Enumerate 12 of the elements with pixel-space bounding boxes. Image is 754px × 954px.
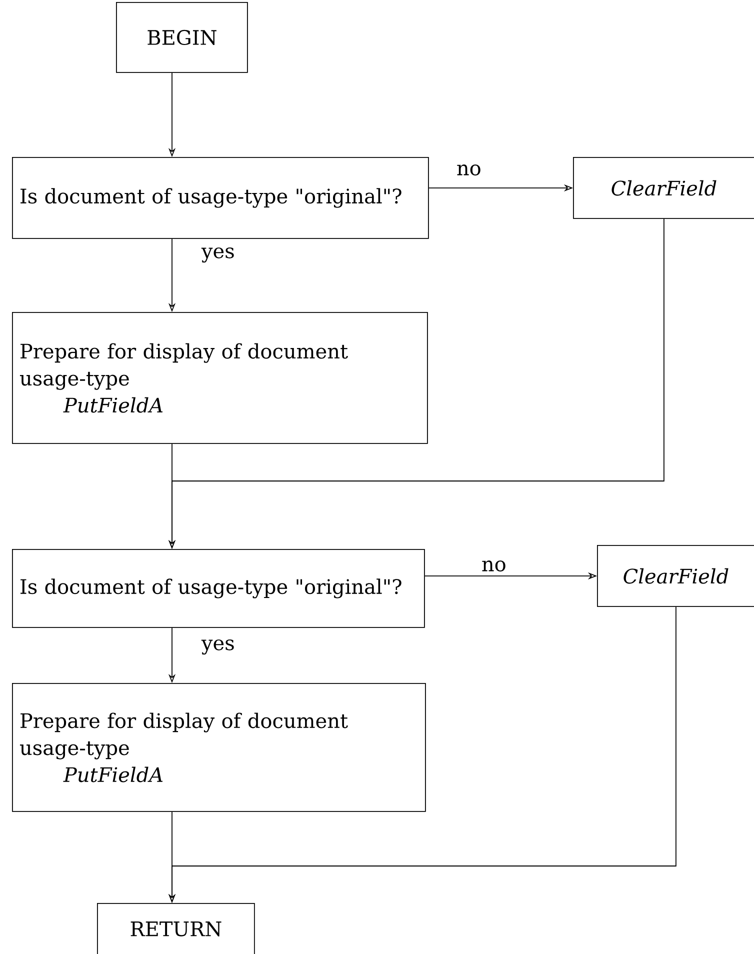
decision-box: Is document of usage-type "original"? bbox=[12, 157, 429, 239]
edge-label: yes bbox=[200, 246, 236, 264]
process-box: Prepare for display of document usage-type PutFieldA bbox=[12, 683, 426, 812]
process-box: ClearField bbox=[573, 157, 754, 219]
process-box: Prepare for display of document usage-type PutFieldA bbox=[12, 312, 428, 444]
edge-label: yes bbox=[200, 638, 236, 656]
decision-box: Is document of usage-type "original"? bbox=[12, 549, 425, 628]
edge-label: no bbox=[455, 164, 482, 176]
process-box: ClearField bbox=[597, 545, 754, 607]
terminal-box: RETURN bbox=[97, 903, 255, 954]
process-box: BEGIN bbox=[116, 2, 248, 73]
edge-label: no bbox=[480, 560, 508, 572]
